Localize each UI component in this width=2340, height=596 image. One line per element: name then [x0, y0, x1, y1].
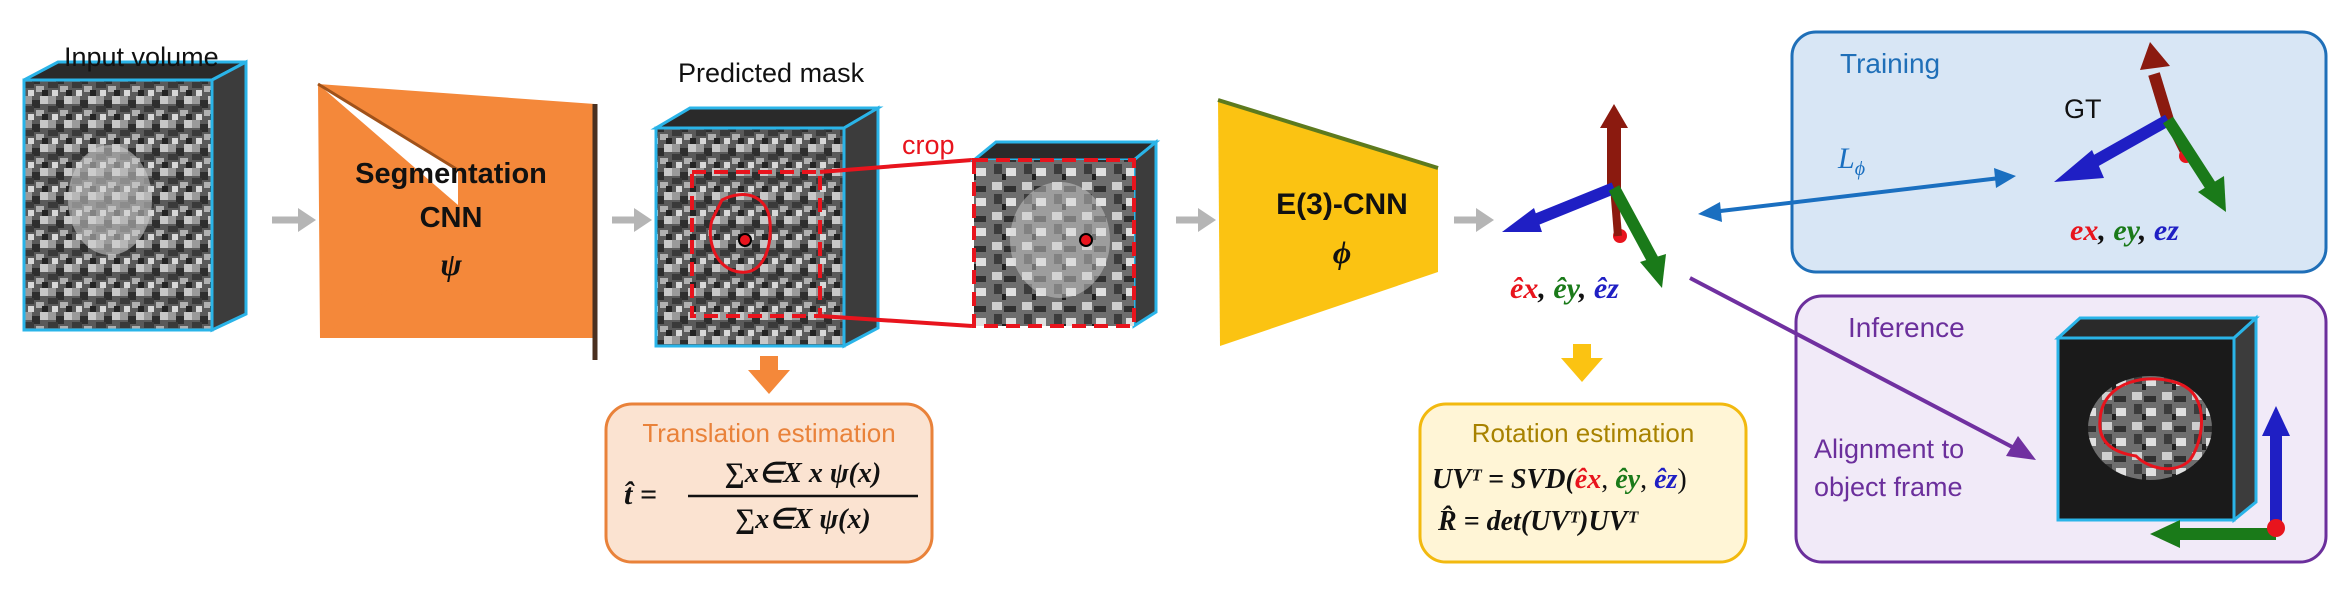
- seg-cnn-title-line2: CNN: [419, 202, 483, 234]
- axis-gt-x: ex: [2070, 214, 2099, 247]
- crop-lines: [819, 158, 973, 328]
- gt-axes: [2054, 42, 2226, 212]
- predicted-axes-label: êx, êy, êz: [1510, 272, 1619, 305]
- rotation-down-arrow: [1561, 344, 1603, 382]
- predicted-mask-cube: [650, 105, 884, 349]
- seg-cnn-psi: ψ: [440, 246, 462, 282]
- rotation-title: Rotation estimation: [1471, 418, 1695, 448]
- translation-denominator: ∑x∈X ψ(x): [735, 504, 871, 535]
- seg-cnn-title-line1: Segmentation: [355, 158, 547, 190]
- predicted-mask-label: Predicted mask: [678, 58, 865, 88]
- translation-estimation-box: [604, 402, 934, 564]
- alignment-label-line2: object frame: [1814, 472, 1963, 502]
- input-volume-label: Input volume: [64, 42, 219, 72]
- flow-arrow-4: [1454, 208, 1494, 232]
- rotation-line1: UVᵀ = SVD(êx, êy, êz): [1432, 464, 1687, 495]
- aligned-volume-cube: [2054, 314, 2260, 524]
- crop-label: crop: [902, 130, 955, 160]
- inference-label: Inference: [1848, 312, 1965, 343]
- flow-arrow-2: [612, 208, 652, 232]
- alignment-label-line1: Alignment to: [1814, 434, 1965, 464]
- rot-axis-x: êx: [1574, 464, 1602, 495]
- alignment-arrow: [1689, 276, 2036, 460]
- rotation-line2: R̂ = det(UVᵀ)UVᵀ: [1438, 506, 1638, 537]
- axis-gt-z: ez: [2153, 214, 2179, 247]
- translation-title: Translation estimation: [642, 418, 896, 448]
- axis-hat-y: êy: [1553, 272, 1579, 305]
- e3-cnn-title: E(3)-CNN: [1276, 188, 1408, 221]
- loss-letter: L: [1838, 142, 1855, 175]
- segmentation-cnn-block: [317, 82, 598, 360]
- loss-subscript: ϕ: [1854, 158, 1866, 180]
- translation-down-arrow: [748, 356, 790, 394]
- gt-label: GT: [2064, 94, 2102, 124]
- translation-numerator: ∑x∈X x ψ(x): [724, 458, 882, 489]
- axis-gt-y: ey: [2113, 214, 2139, 247]
- axis-hat-z: êz: [1593, 272, 1619, 305]
- rotation-line1-lhs: UVᵀ = SVD(: [1432, 464, 1575, 495]
- rotation-estimation-box: [1418, 402, 1748, 564]
- rot-axis-z: êz: [1654, 464, 1678, 495]
- gt-axes-label: ex, ey, ez: [2070, 214, 2179, 247]
- aligned-axes: [2150, 406, 2290, 548]
- training-label: Training: [1840, 48, 1941, 79]
- flow-arrow-1: [272, 208, 316, 232]
- cropped-volume-cube: [969, 138, 1161, 329]
- predicted-axes: [1502, 104, 1666, 288]
- loss-arrow: [1698, 168, 2016, 222]
- e3-cnn-block: [1217, 98, 1439, 346]
- translation-lhs: t̂ =: [624, 478, 657, 511]
- training-box: [1790, 30, 2328, 274]
- input-volume-cube: [22, 59, 248, 333]
- flow-arrow-3: [1176, 208, 1216, 232]
- rot-axis-y: êy: [1615, 464, 1641, 495]
- axis-hat-x: êx: [1510, 272, 1539, 305]
- e3-cnn-phi: ϕ: [1332, 234, 1352, 270]
- loss-label: Lϕ: [1838, 142, 1865, 181]
